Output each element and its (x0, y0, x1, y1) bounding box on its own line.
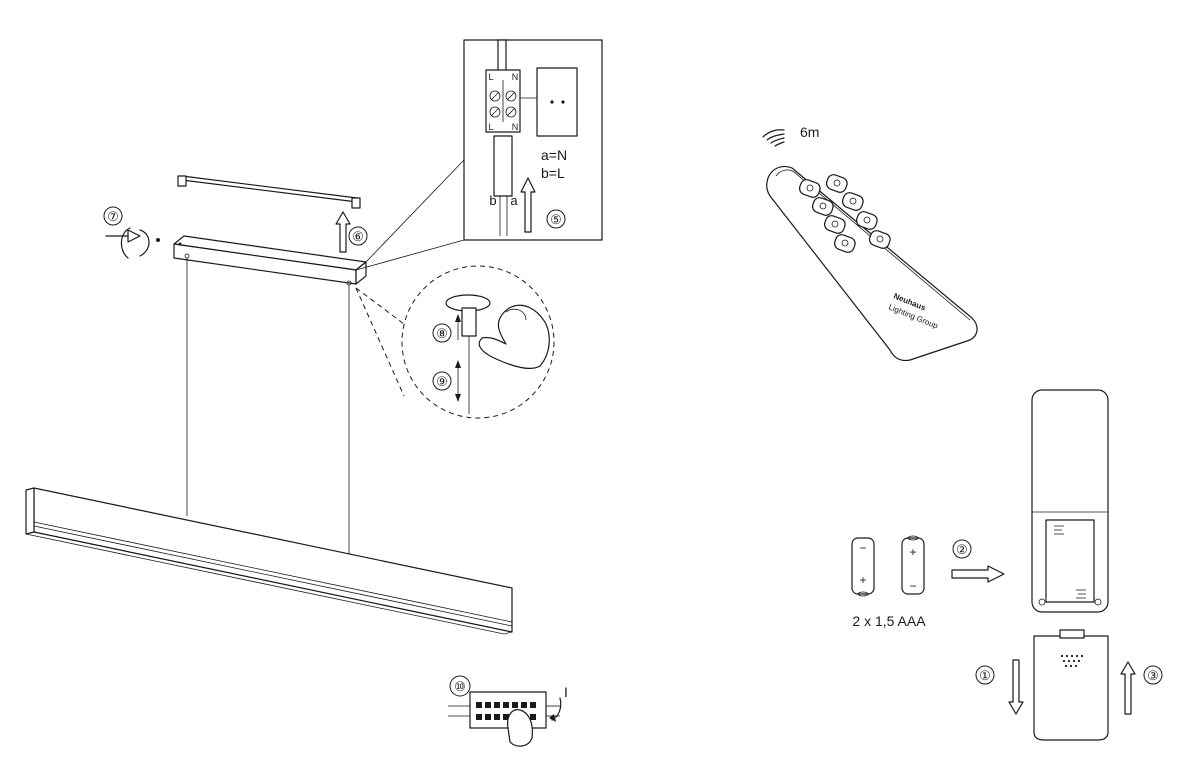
wifi-signal-icon (762, 129, 785, 147)
step-7-label: ⑦ (107, 209, 119, 224)
wiring-legend-a: a=N (541, 147, 567, 163)
hand-icon (478, 304, 550, 369)
remote-buttons (798, 174, 891, 253)
wiring-inset: L N L N b a a=N b=L ⑤ (355, 39, 603, 271)
step-3-label: ③ (1147, 668, 1159, 683)
step-2-circle (952, 539, 972, 559)
step-8-label: ⑧ (436, 326, 448, 341)
step-10-circle (449, 675, 471, 697)
power-icon (798, 179, 821, 198)
step-9-circle (432, 371, 452, 391)
arrow-up-icon (1120, 661, 1136, 715)
arrow-up-icon (335, 211, 351, 253)
circuit-breaker: I ⑩ (448, 675, 568, 747)
hand-icon (507, 709, 533, 747)
pendant-lamp: ⑦ ⑥ (25, 175, 513, 635)
arrow-up-icon (520, 177, 536, 233)
step-2-label: ② (956, 542, 968, 557)
cover-vent-dots (1060, 654, 1084, 668)
step-1-label: ① (979, 668, 991, 683)
breaker-on-label: I (564, 684, 568, 700)
step-1-circle (975, 665, 995, 685)
step-7-circle (103, 206, 123, 226)
step-6-circle (348, 226, 368, 246)
wire-a-label: a (510, 193, 518, 208)
battery-right-plus: + (909, 545, 916, 559)
wiring-legend-b: b=L (541, 165, 565, 181)
step-5-circle (546, 209, 566, 229)
battery-compartment (1045, 519, 1095, 603)
step-10-label: ⑩ (454, 679, 466, 694)
terminal-top-n: N (512, 72, 519, 82)
height-adjust-inset: ⑧ ⑨ (355, 265, 555, 419)
step-9-label: ⑨ (436, 374, 448, 389)
battery-spec-label: 2 x 1,5 AAA (852, 613, 926, 629)
step-8-circle (432, 323, 452, 343)
battery-left-plus: + (859, 573, 866, 587)
step-6-label: ⑥ (352, 229, 364, 244)
remote-back (1031, 389, 1109, 613)
wall-box (536, 67, 578, 137)
terminal-bot-n: N (512, 122, 519, 132)
battery-right-minus: − (909, 579, 916, 593)
step-3-circle (1143, 665, 1163, 685)
batteries: + − + − 2 x 1,5 AAA (851, 535, 926, 629)
rotate-arrow-icon (105, 227, 160, 259)
breaker-switches (476, 702, 536, 720)
remote-control: 6m Neuhaus Lighting Group (762, 124, 978, 362)
wire-b-label: b (489, 193, 496, 208)
step-5-label: ⑤ (550, 212, 562, 227)
terminal-top-l: L (488, 72, 493, 82)
battery-right (901, 537, 925, 595)
lamp-body (25, 487, 513, 635)
battery-left (851, 537, 875, 595)
remote-range-label: 6m (800, 124, 819, 140)
arrow-right-icon (951, 565, 1005, 583)
ceiling-canopy (173, 235, 367, 286)
arrow-down-icon (1008, 659, 1024, 715)
terminal-bot-l: L (488, 122, 493, 132)
battery-left-minus: − (859, 541, 866, 555)
battery-cover (1033, 629, 1109, 741)
mounting-bracket (177, 175, 361, 209)
